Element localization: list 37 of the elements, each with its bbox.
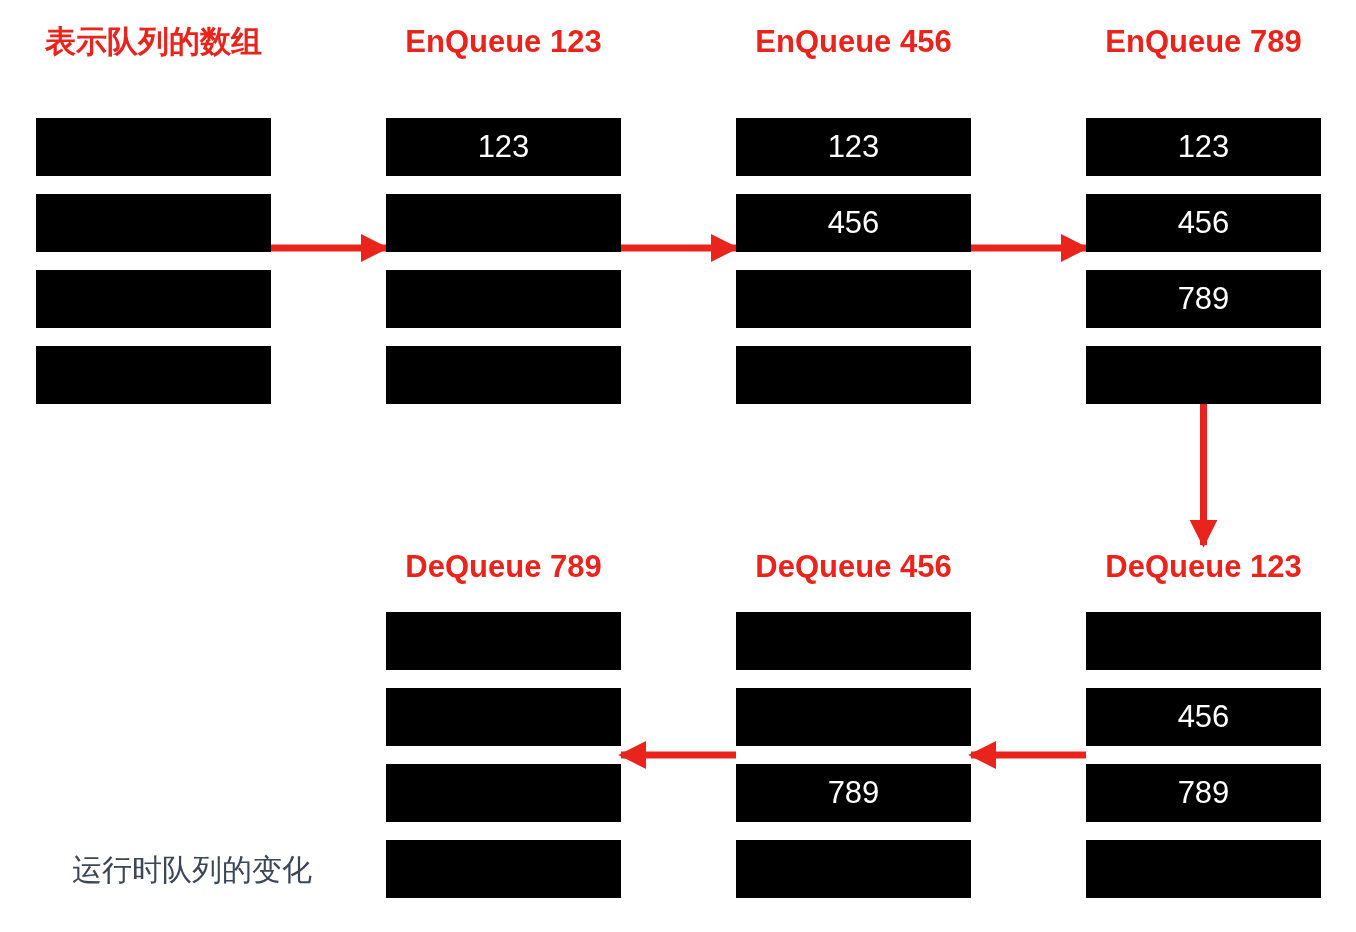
queue-cell: 456 (1086, 688, 1321, 746)
queue-cell (736, 840, 971, 898)
arrow (1189, 404, 1218, 548)
stack-title: EnQueue 123 (404, 23, 603, 61)
stack-title: DeQueue 456 (754, 548, 953, 586)
queue-cell (736, 346, 971, 404)
queue-cell: 123 (386, 118, 621, 176)
queue-cell: 123 (736, 118, 971, 176)
queue-cell (386, 764, 621, 822)
queue-cell (386, 270, 621, 328)
queue-cell: 789 (736, 764, 971, 822)
queue-cell (36, 118, 271, 176)
queue-cell (1086, 346, 1321, 404)
queue-cell: 789 (1086, 270, 1321, 328)
queue-cell (1086, 612, 1321, 670)
stack-title: EnQueue 456 (754, 23, 953, 61)
queue-cell: 123 (1086, 118, 1321, 176)
queue-cell (36, 270, 271, 328)
queue-cell (386, 612, 621, 670)
stack-title: DeQueue 789 (404, 548, 603, 586)
stack-title: EnQueue 789 (1104, 23, 1303, 61)
queue-cell (1086, 840, 1321, 898)
queue-cell (386, 194, 621, 252)
queue-cell (36, 346, 271, 404)
queue-cell: 789 (1086, 764, 1321, 822)
queue-cell (736, 612, 971, 670)
queue-cell (386, 840, 621, 898)
stack-title: DeQueue 123 (1104, 548, 1303, 586)
queue-cell: 456 (1086, 194, 1321, 252)
queue-cell (386, 346, 621, 404)
queue-cell: 456 (736, 194, 971, 252)
queue-cell (36, 194, 271, 252)
queue-cell (736, 270, 971, 328)
queue-cell (386, 688, 621, 746)
caption: 运行时队列的变化 (72, 852, 312, 888)
stack-title: 表示队列的数组 (44, 23, 263, 61)
queue-cell (736, 688, 971, 746)
